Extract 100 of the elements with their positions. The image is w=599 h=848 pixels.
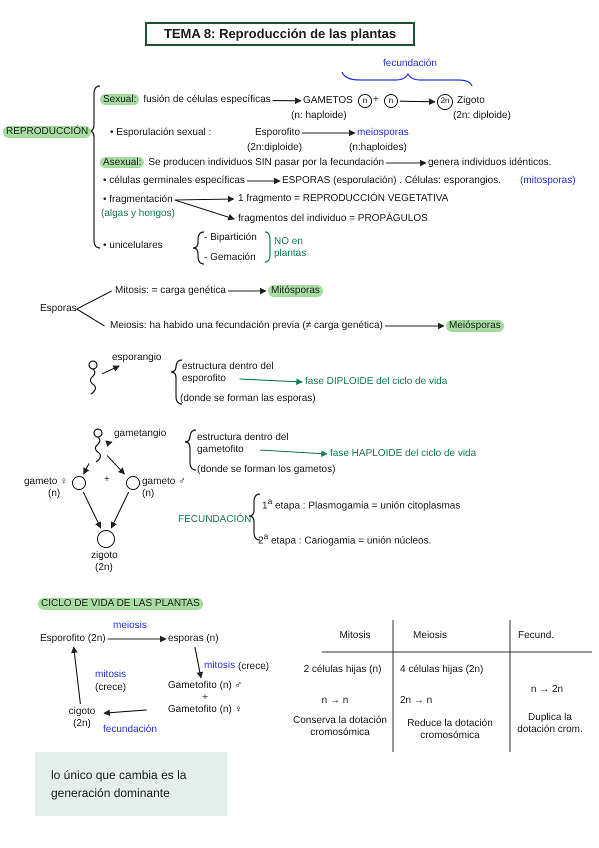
arrow [194, 646, 204, 679]
table-text: n → n [320, 695, 350, 707]
note-text: estructura dentro del esporofito [182, 361, 278, 385]
ploidy-circle: n [384, 94, 398, 108]
note-card: lo único que cambia es la generación dominante [35, 752, 227, 816]
note-text: - Bipartición [204, 232, 257, 244]
table-header: Meiosis [412, 630, 448, 642]
note-text: (crece) [238, 661, 270, 673]
note-text: • unicelulares [103, 240, 163, 252]
arrow [384, 322, 445, 330]
arrow [71, 646, 81, 704]
note-text: 1 fragmento = REPRODUCCIÓN VEGETATIVA [238, 193, 448, 205]
ploidy-circle: n [358, 94, 372, 108]
note-text: gametangio [114, 428, 166, 440]
arrow [246, 178, 281, 184]
table-header: Fecund. [518, 630, 554, 642]
note-text: genera individuos idénticos. [428, 157, 552, 169]
arrow [108, 636, 167, 642]
bracket-label: fecundación [383, 58, 437, 70]
annotation: (n: haploide) [291, 110, 347, 122]
note-text: fase HAPLOIDE del ciclo de vida [330, 448, 476, 460]
arrow [174, 199, 235, 220]
note-text: - Gemación [204, 252, 256, 264]
annotation: (n) [48, 488, 60, 500]
table-text: Conserva la dotación cromosómica [292, 715, 388, 739]
highlighted-term: Mitósporas [268, 285, 323, 297]
gamete-circle [126, 476, 140, 490]
note-text: esporangio [112, 352, 162, 364]
plus-sign: + [104, 474, 110, 486]
table-text: 4 células hijas (2n) [400, 664, 484, 676]
annotation: (n) [142, 488, 154, 500]
note-text: Esporofito [255, 127, 300, 139]
cycle-stage: esporas (n) [168, 633, 219, 645]
note-text: fase DIPLOIDE del ciclo de vida [305, 376, 448, 388]
note-text: Esporas [40, 303, 77, 315]
annotation: zigoto [91, 550, 118, 562]
note-text: fusión de células específicas [143, 94, 271, 105]
note-text: Meiosis: ha habido una fecundación previa (≠ carga genética) [110, 320, 383, 332]
cycle-stage: Gametofito (n) ♀ [166, 704, 244, 716]
arrow [272, 97, 302, 104]
arrow [260, 449, 328, 457]
highlighted-term: Meiósporas [446, 320, 504, 332]
connector-line [76, 308, 105, 326]
cycle-stage: Gametofito (n) ♂ [166, 680, 244, 692]
note-text: • células germinales específicas [103, 175, 245, 187]
arrow [105, 440, 113, 447]
table-header: Mitosis [338, 630, 372, 642]
arrow [386, 160, 427, 166]
highlighted-heading: CICLO DE VIDA DE LAS PLANTAS [38, 598, 203, 610]
arrow [83, 463, 90, 475]
note-text: (crece) [95, 682, 126, 694]
note-text: Mitosis: = carga genética [115, 285, 226, 297]
highlighted-term: Sexual: [100, 94, 140, 105]
cycle-stage: cigoto (2n) [62, 706, 102, 730]
annotation: (n:haploides) [349, 142, 407, 154]
arrow [102, 365, 120, 374]
gametangium-drawing [91, 428, 105, 464]
highlighted-term: REPRODUCCIÓN [3, 126, 92, 138]
note-text: estructura dentro del gametofito [197, 432, 302, 456]
table-text: n → 2n [530, 684, 564, 696]
note-text: GAMETOS [303, 95, 353, 107]
note-text: meiosporas [357, 127, 409, 139]
note-text: (mitosporas) [520, 175, 576, 187]
plus-sign: + [373, 94, 379, 106]
arrow [82, 492, 102, 529]
annotation: (2n) [95, 562, 113, 574]
annotation: gameto ♀ [24, 476, 68, 488]
gamete-circle [72, 476, 86, 490]
zygote-circle [97, 530, 115, 548]
annotation: (2n: diploide) [453, 110, 511, 122]
arrow [228, 288, 267, 294]
ploidy-circle: 2n [437, 94, 453, 110]
arrow [110, 492, 130, 529]
note-text: (donde se forman las esporas) [180, 393, 316, 405]
arrow [106, 455, 125, 474]
table-text: Duplica la dotación crom. [516, 712, 584, 736]
annotation: (algas y hongos) [101, 208, 175, 220]
note-text: • fragmentación [103, 194, 173, 206]
title: TEMA 8: Reproducción de las plantas [145, 22, 415, 46]
note-text: fragmentos del individuo = PROPÁGULOS [238, 213, 428, 225]
annotation: Zigoto [457, 95, 485, 107]
connector-line [76, 290, 112, 310]
annotation: (2n:diploide) [247, 142, 302, 154]
arrow [302, 130, 356, 136]
arrow [103, 709, 147, 716]
table-text: 2 células hijas (n) [302, 664, 382, 676]
note-text: 1$^{a}$ etapa : Plasmogamia = unión citoplasmas [262, 495, 460, 512]
arrow [174, 196, 234, 202]
cycle-stage: Esporofito (2n) [40, 633, 106, 645]
plus-sign: + [201, 692, 209, 704]
section-label: FECUNDACIÓN [178, 514, 252, 526]
note-text: ESPORAS (esporulación) . Células: esporangios. [282, 175, 501, 187]
annotation: gameto ♂ [142, 476, 186, 488]
note-text: (donde se forman los gametos) [197, 464, 336, 476]
table-text: 2n → n [400, 695, 434, 707]
note-text: • Esporulación sexual : [110, 127, 212, 139]
table-text: Reduce la dotación cromosómica [406, 718, 494, 742]
arrow [240, 378, 303, 385]
sporangium-drawing [86, 360, 100, 396]
note-text: 2$^{a}$ etapa : Cariogamia = unión núcleos. [258, 530, 432, 548]
